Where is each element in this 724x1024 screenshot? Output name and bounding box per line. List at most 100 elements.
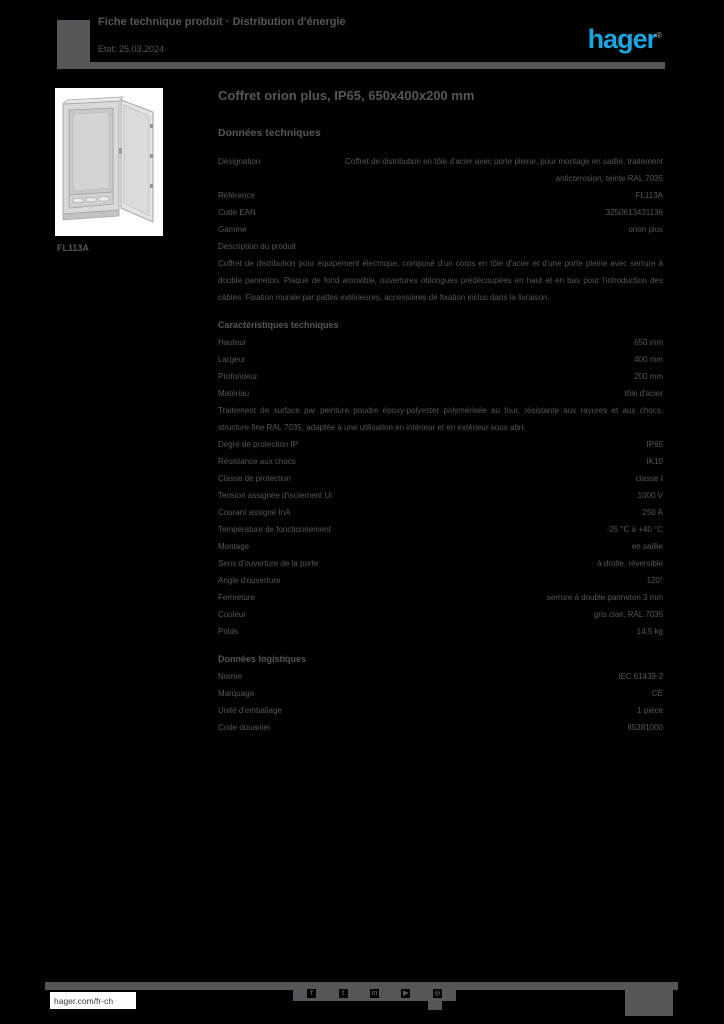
spec-label: Courant assigné InA bbox=[218, 508, 291, 517]
spec-row: Angle d'ouverture 120° bbox=[218, 572, 663, 589]
enclosure-illustration bbox=[61, 96, 154, 223]
spec-row: Référence FL113A bbox=[218, 187, 663, 204]
spec-label: Profondeur bbox=[218, 372, 258, 381]
hager-logo: hager® bbox=[588, 22, 662, 53]
spec-row: Courant assigné InA 250 A bbox=[218, 504, 663, 521]
spec-value: FL113A bbox=[635, 191, 663, 200]
spec-value: tôle d'acier bbox=[624, 389, 663, 398]
spec-label: Couleur bbox=[218, 610, 247, 619]
spec-row: Couleur gris clair, RAL 7035 bbox=[218, 606, 663, 623]
spec-row: Sens d'ouverture de la porte à droite, ré… bbox=[218, 555, 663, 572]
spec-value: IEC 61439-2 bbox=[618, 672, 663, 681]
registered-mark: ® bbox=[656, 31, 662, 40]
spec-label: Marquage bbox=[218, 689, 255, 698]
spec-value: serrure à double panneton 3 mm bbox=[546, 593, 663, 602]
document-subtitle: Etat: 25.03.2024 bbox=[98, 44, 165, 54]
spec-table: Désignation Coffret de distribution en tô… bbox=[218, 153, 663, 736]
spec-label: Désignation bbox=[218, 157, 261, 166]
spec-label: Poids bbox=[218, 627, 239, 636]
spec-label: Largeur bbox=[218, 355, 246, 364]
spec-row: Fermeture serrure à double panneton 3 mm bbox=[218, 589, 663, 606]
spec-value: 200 mm bbox=[634, 372, 663, 381]
social-media-strip: f t in ▶ ◎ bbox=[293, 986, 456, 1001]
spec-label: Gamme bbox=[218, 225, 247, 234]
spec-paragraph: Traitement de surface par peinture poudr… bbox=[218, 406, 663, 432]
spec-row: Matériau tôle d'acier bbox=[218, 385, 663, 402]
spec-row: Résistance aux chocs IK10 bbox=[218, 453, 663, 470]
spec-row: Température de fonctionnement -25 °C à +4… bbox=[218, 521, 663, 538]
spec-label: Température de fonctionnement bbox=[218, 525, 331, 534]
product-title: Coffret orion plus, IP65, 650x400x200 mm bbox=[218, 88, 475, 103]
spec-label: Montage bbox=[218, 542, 250, 551]
spec-value: IP65 bbox=[646, 440, 663, 449]
section-intro-heading: Données techniques bbox=[218, 127, 321, 139]
product-image bbox=[55, 88, 163, 236]
header-thumbnail bbox=[57, 20, 90, 66]
spec-row: Description du produit bbox=[218, 238, 663, 255]
spec-value: orion plus bbox=[628, 225, 663, 234]
spec-value: 1 pièce bbox=[637, 706, 663, 715]
spec-value: à droite, réversible bbox=[597, 559, 663, 568]
spec-label: Résistance aux chocs bbox=[218, 457, 296, 466]
instagram-icon[interactable]: ◎ bbox=[432, 989, 442, 998]
product-reference-caption: FL113A bbox=[57, 243, 90, 253]
spec-row: Poids 14,5 kg bbox=[218, 623, 663, 640]
spec-value: 14,5 kg bbox=[636, 627, 663, 636]
header-divider bbox=[57, 62, 665, 69]
spec-label: Hauteur bbox=[218, 338, 247, 347]
spec-section-heading: Données logistiques bbox=[218, 654, 307, 664]
spec-row: Désignation Coffret de distribution en tô… bbox=[218, 153, 663, 187]
spec-value: 1000 V bbox=[637, 491, 663, 500]
spec-label: Unité d'emballage bbox=[218, 706, 282, 715]
spec-value: CE bbox=[651, 689, 663, 698]
spec-label: Référence bbox=[218, 191, 255, 200]
spec-section-heading: Caractéristiques techniques bbox=[218, 320, 339, 330]
spec-label: Code EAN bbox=[218, 208, 256, 217]
linkedin-icon[interactable]: in bbox=[369, 989, 379, 998]
spec-value: Coffret de distribution en tôle d'acier … bbox=[344, 157, 663, 183]
spec-row: Largeur 400 mm bbox=[218, 351, 663, 368]
spec-label: Sens d'ouverture de la porte bbox=[218, 559, 319, 568]
spec-row: Code EAN 3250613431136 bbox=[218, 204, 663, 221]
spec-label: Angle d'ouverture bbox=[218, 576, 281, 585]
spec-row: Degré de protection IP IP65 bbox=[218, 436, 663, 453]
spec-row: Unité d'emballage 1 pièce bbox=[218, 702, 663, 719]
spec-label: Matériau bbox=[218, 389, 250, 398]
youtube-icon[interactable]: ▶ bbox=[401, 989, 411, 998]
content-column: Coffret orion plus, IP65, 650x400x200 mm… bbox=[218, 88, 663, 736]
spec-value: -25 °C à +40 °C bbox=[606, 525, 663, 534]
spec-label: Description du produit bbox=[218, 242, 296, 251]
spec-value: 3250613431136 bbox=[605, 208, 663, 217]
spec-value: classe I bbox=[635, 474, 663, 483]
spec-value: 120° bbox=[646, 576, 663, 585]
spec-value: 400 mm bbox=[634, 355, 663, 364]
spec-row: Norme IEC 61439-2 bbox=[218, 668, 663, 685]
spec-row: Profondeur 200 mm bbox=[218, 368, 663, 385]
social-strip-tail bbox=[428, 1001, 442, 1010]
spec-label: Norme bbox=[218, 672, 243, 681]
spec-label: Tension assignée d'isolement Ui bbox=[218, 491, 333, 500]
spec-row: Tension assignée d'isolement Ui 1000 V bbox=[218, 487, 663, 504]
spec-label: Fermeture bbox=[218, 593, 255, 602]
document-title: Fiche technique produit · Distribution d… bbox=[98, 16, 346, 28]
footer-brand-block bbox=[625, 990, 673, 1016]
spec-value: 250 A bbox=[642, 508, 663, 517]
spec-value: 650 mm bbox=[634, 338, 663, 347]
twitter-icon[interactable]: t bbox=[338, 989, 348, 998]
spec-value: IK10 bbox=[646, 457, 663, 466]
spec-value: 85381000 bbox=[627, 723, 663, 732]
hager-logo-text: hager bbox=[587, 24, 658, 54]
spec-row: Gamme orion plus bbox=[218, 221, 663, 238]
spec-row: Hauteur 650 mm bbox=[218, 334, 663, 351]
spec-label: Classe de protection bbox=[218, 474, 291, 483]
spec-row: Marquage CE bbox=[218, 685, 663, 702]
spec-row: Classe de protection classe I bbox=[218, 470, 663, 487]
spec-value: gris clair, RAL 7035 bbox=[593, 610, 663, 619]
spec-paragraph: Coffret de distribution pour équipement … bbox=[218, 259, 663, 302]
footer-website-link[interactable]: hager.com/fr-ch bbox=[50, 992, 136, 1009]
spec-label: Degré de protection IP bbox=[218, 440, 299, 449]
facebook-icon[interactable]: f bbox=[307, 989, 317, 998]
